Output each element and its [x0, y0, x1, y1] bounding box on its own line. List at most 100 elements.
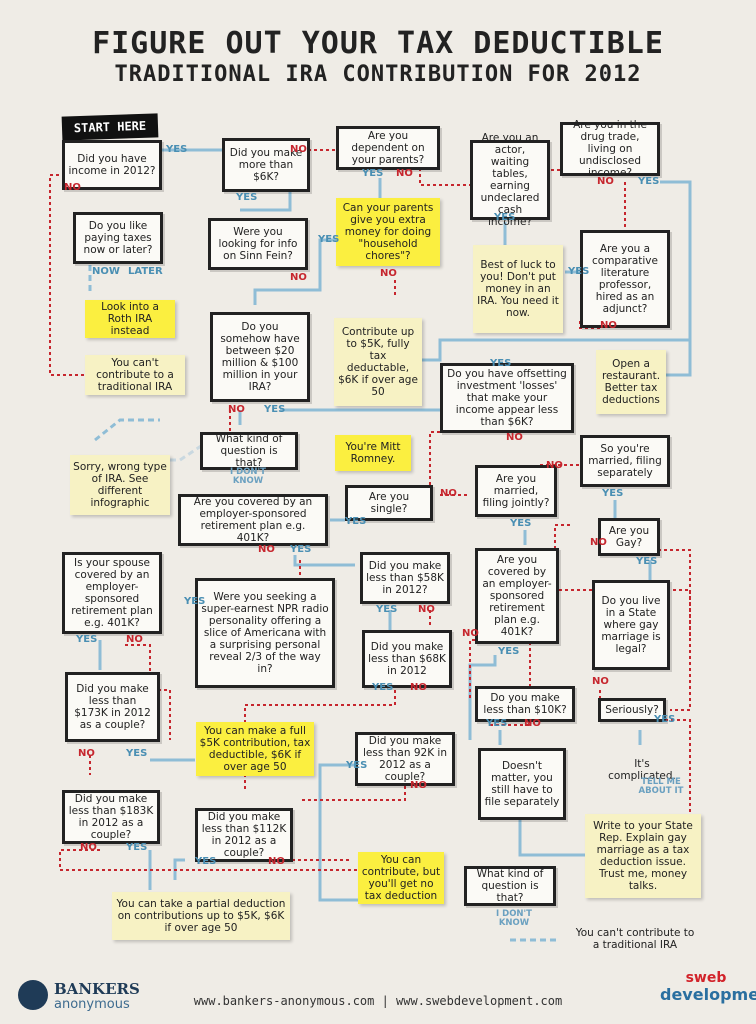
no-label: NO: [64, 182, 81, 193]
yes-label: YES: [490, 358, 512, 369]
yes-label: YES: [166, 144, 188, 155]
no-label: NO: [418, 604, 435, 615]
yes-label: YES: [638, 176, 660, 187]
connector-yes: [420, 338, 690, 362]
yes-label: YES: [346, 760, 368, 771]
connector-yes: [293, 555, 355, 567]
now-label: NOW: [92, 266, 120, 277]
node-more-than-6k: Did you make more than $6K?: [222, 138, 310, 192]
connector-dashed: [94, 418, 160, 442]
node-offsetting-losses: Do you have offsetting investment 'losse…: [440, 363, 574, 433]
node-spouse-covered: Is your spouse covered by an employer-sp…: [62, 552, 162, 634]
bankers-anonymous-logo: BANKERS anonymous: [18, 978, 140, 1014]
later-label: LATER: [128, 266, 163, 277]
node-less-than-183k: Did you make less than $183K in 2012 as …: [62, 790, 160, 844]
node-less-than-10k: Do you make less than $10K?: [475, 686, 575, 722]
node-seriously: Seriously?: [598, 698, 666, 722]
node-less-than-68k: Did you make less than $68K in 2012: [362, 630, 452, 688]
connector-yes: [468, 655, 497, 740]
title-line-2: TRADITIONAL IRA CONTRIBUTION FOR 2012: [114, 62, 642, 87]
no-label: NO: [78, 748, 95, 759]
node-actor-cash-income: Are you an actor, waiting tables, earnin…: [470, 132, 550, 228]
no-label: NO: [410, 682, 427, 693]
yes-label: YES: [486, 718, 508, 729]
node-household-chores: Can your parents give you extra money fo…: [336, 198, 440, 266]
node-are-you-single: Are you single?: [345, 485, 433, 521]
node-partial-deduction: You can take a partial deduction on cont…: [112, 892, 290, 940]
sweb-development-logo: sweb development: [660, 970, 756, 1014]
no-label: NO: [290, 144, 307, 155]
node-married-jointly: Are you married, filing jointly?: [475, 465, 557, 517]
no-label: NO: [600, 320, 617, 331]
yes-label: YES: [195, 856, 217, 867]
connector-yes: [518, 820, 590, 857]
yes-label: YES: [264, 404, 286, 415]
node-what-kind-question-2: What kind of question is that?: [464, 866, 556, 906]
node-full-5k-contribution: You can make a full $5K contribution, ta…: [196, 722, 314, 776]
no-label: NO: [126, 634, 143, 645]
node-write-state-rep: Write to your State Rep. Explain gay mar…: [585, 814, 701, 898]
tell-me-about-it-label: TELL ME ABOUT IT: [638, 777, 684, 796]
connector-yes: [253, 238, 336, 305]
node-cant-contribute-1: You can't contribute to a traditional IR…: [85, 355, 185, 395]
no-label: NO: [380, 268, 397, 279]
yes-label: YES: [126, 842, 148, 853]
node-less-than-58k: Did you make less than $58K in 2012?: [360, 552, 450, 604]
node-employer-plan-1: Are you covered by an employer-sponsored…: [178, 494, 328, 546]
node-income-2012: Did you have income in 2012?: [62, 140, 162, 190]
node-drug-trade: Are you in the drug trade, living on und…: [560, 119, 660, 179]
node-less-than-112k: Did you make less than $112K in 2012 as …: [195, 808, 293, 862]
logo-left-line-2: anonymous: [54, 997, 130, 1012]
node-less-than-173k: Did you make less than $173K in 2012 as …: [65, 672, 160, 742]
logo-circle-icon: [18, 980, 48, 1010]
logo-left-line-1: BANKERS: [54, 980, 140, 998]
no-label: NO: [258, 544, 275, 555]
node-its-complicated: It's complicated.: [608, 758, 676, 782]
no-label: NO: [440, 488, 457, 499]
logo-right-line-1: sweb: [685, 970, 727, 986]
no-label: NO: [268, 856, 285, 867]
yes-label: YES: [376, 604, 398, 615]
no-label: NO: [546, 460, 563, 471]
node-sorry-wrong-ira: Sorry, wrong type of IRA. See different …: [70, 455, 170, 515]
node-like-paying-taxes: Do you like paying taxes now or later?: [73, 212, 163, 264]
no-label: NO: [590, 537, 607, 548]
node-contribute-no-deduction: You can contribute, but you'll get no ta…: [358, 852, 444, 904]
no-label: NO: [462, 628, 479, 639]
node-doesnt-matter: Doesn't matter, you still have to file s…: [478, 748, 566, 820]
no-label: NO: [228, 404, 245, 415]
yes-label: YES: [76, 634, 98, 645]
node-sinn-fein: Were you looking for info on Sinn Fein?: [208, 218, 308, 270]
no-label: NO: [80, 842, 97, 853]
node-less-than-92k: Did you make less than 92K in 2012 as a …: [355, 732, 455, 786]
start-here-badge: START HERE: [61, 113, 159, 141]
node-state-gay-marriage-legal: Do you live in a State where gay marriag…: [592, 580, 670, 670]
yes-label: YES: [568, 266, 590, 277]
yes-label: YES: [290, 544, 312, 555]
connector-yes: [660, 180, 692, 377]
node-contribute-5k: Contribute up to $5K, fully tax deductab…: [334, 318, 422, 406]
node-what-kind-question-1: What kind of question is that?: [200, 432, 298, 470]
no-label: NO: [592, 676, 609, 687]
no-label: NO: [597, 176, 614, 187]
yes-label: YES: [602, 488, 624, 499]
node-married-separately: So you're married, filing separately: [580, 435, 670, 487]
yes-label: YES: [372, 682, 394, 693]
yes-label: YES: [345, 516, 367, 527]
connector-yes: [173, 858, 185, 880]
yes-label: YES: [362, 168, 384, 179]
node-open-restaurant: Open a restaurant. Better tax deductions: [596, 350, 666, 414]
footer-links: www.bankers-anonymous.com | www.swebdeve…: [193, 994, 563, 1008]
connector-no: [469, 524, 570, 700]
node-best-of-luck: Best of luck to you! Don't put money in …: [473, 245, 563, 333]
connector-no: [59, 849, 360, 871]
title-line-1: FIGURE OUT YOUR TAX DEDUCTIBLE: [92, 26, 664, 61]
connector-yes: [240, 190, 292, 212]
dont-know-label: I DON'T KNOW: [230, 467, 266, 486]
node-mitt-romney: You're Mitt Romney.: [335, 435, 411, 471]
node-are-you-gay: Are you Gay?: [598, 518, 660, 556]
no-label: NO: [524, 718, 541, 729]
logo-right-line-2: development: [660, 985, 756, 1004]
yes-label: YES: [510, 518, 532, 529]
